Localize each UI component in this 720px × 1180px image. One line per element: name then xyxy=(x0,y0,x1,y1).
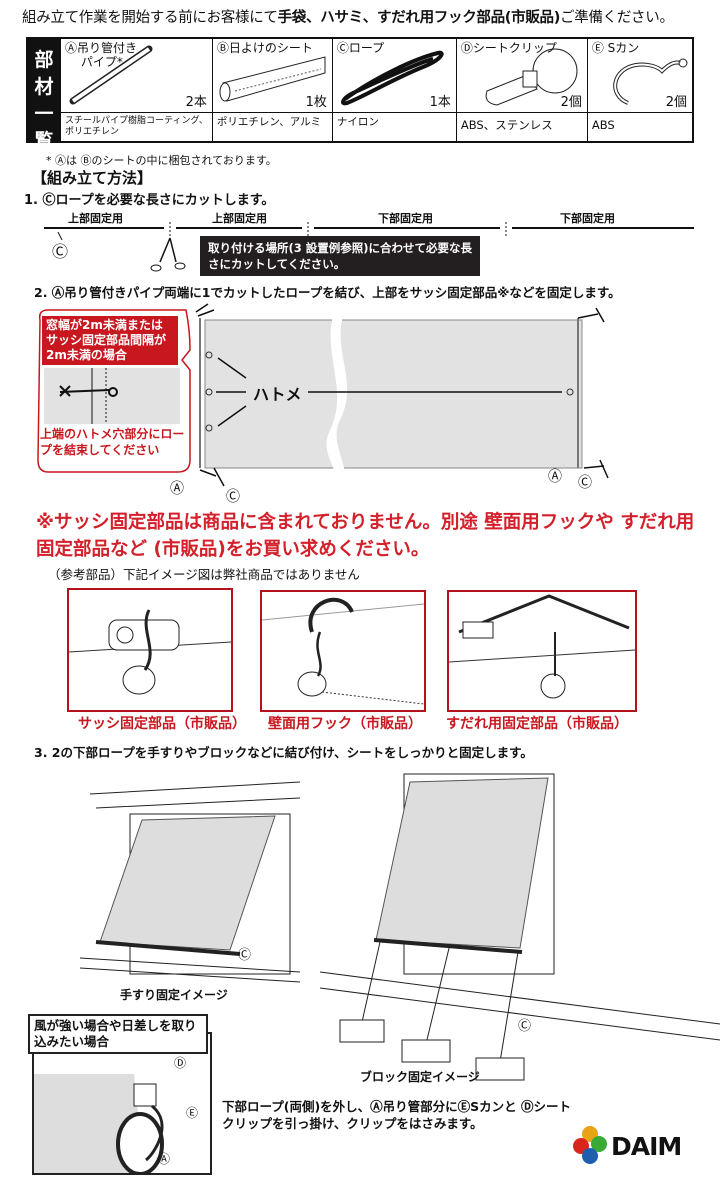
grommet-label: ハトメ xyxy=(253,385,302,404)
segment-label: 下部固定用 xyxy=(378,212,433,225)
marker-c: Ⓒ xyxy=(238,948,252,963)
part-material: ポリエチレン、アルミ xyxy=(216,116,322,128)
part-name: Ⓒロープ xyxy=(336,41,385,55)
part-s-hook: Ⓔ Sカン 2個 ABS xyxy=(586,39,692,141)
cut-callout: 取り付ける場所(3 設置例参照)に合わせて必要な長さにカットしてください。 xyxy=(200,236,480,276)
intro-text: 組み立て作業を開始する前にお客様にて手袋、ハサミ、すだれ用フック部品(市販品)ご… xyxy=(22,6,674,27)
red-box-caption: 上端のハトメ穴部分にロープを結束してください xyxy=(40,427,185,457)
intro-suffix: ご準備ください。 xyxy=(560,10,674,26)
daim-logo-mark xyxy=(573,1126,607,1164)
rope-marker: Ⓒ xyxy=(52,242,69,261)
installation-examples-illustration xyxy=(79,773,720,1081)
part-material: スチールパイプ樹脂コーティング、 ポリエチレン xyxy=(65,116,208,137)
segment-label: 下部固定用 xyxy=(560,212,615,225)
sash-part-image xyxy=(67,588,233,712)
part-name: Ⓑ日よけのシート xyxy=(216,41,313,55)
sash-part-label: サッシ固定部品（市販品） xyxy=(78,716,246,732)
step3-text: 3. 2の下部ロープを手すりやブロックなどに結び付け、シートをしっかりと固定しま… xyxy=(34,745,533,760)
part-material: ABS、ステンレス xyxy=(460,118,553,132)
rope-illustration xyxy=(340,50,444,106)
part-rope: Ⓒロープ 1本 ナイロン xyxy=(331,39,456,141)
part-name: Ⓔ Sカン xyxy=(591,41,640,55)
marker-e: Ⓔ xyxy=(186,1106,199,1120)
part-material: ABS xyxy=(591,118,615,132)
step2-text: 2. Ⓐ吊り管付きパイプ両端に1でカットしたロープを結び、上部をサッシ固定部品※… xyxy=(34,285,621,300)
wind-example-box xyxy=(32,1032,212,1176)
segment-label: 上部固定用 xyxy=(212,212,267,225)
part-qty: 2個 xyxy=(560,95,582,110)
part-qty: 2個 xyxy=(665,95,687,110)
part-name: Ⓐ吊り管付き パイプ* xyxy=(65,41,138,69)
wind-description: 下部ロープ(両側)を外し、Ⓐ吊り管部分にⒺSカンと Ⓓシート クリップを引っ掛け… xyxy=(222,1099,572,1131)
sudare-part-label: すだれ用固定部品（市販品） xyxy=(446,716,628,732)
part-sheet: Ⓑ日よけのシート 1枚 ポリエチレン、アルミ xyxy=(211,39,332,141)
part-qty: 1本 xyxy=(429,95,451,110)
intro-required-items: 手袋、ハサミ、すだれ用フック部品(市販品) xyxy=(277,10,561,26)
part-pipe: Ⓐ吊り管付き パイプ* 2本 スチールパイプ樹脂コーティング、 ポリエチレン xyxy=(60,39,212,141)
sheet-roll-illustration xyxy=(219,56,326,102)
assembly-title: 【組み立て方法】 xyxy=(32,169,153,187)
marker-c: Ⓒ xyxy=(578,475,592,491)
warning-text: ※サッシ固定部品は商品に含まれておりません。別途 壁面用フックや すだれ用固定部… xyxy=(36,512,695,560)
step1-text: 1. Ⓒロープを必要な長さにカットします。 xyxy=(24,193,275,208)
reference-note: （参考部品）下記イメージ図は弊社商品ではありません xyxy=(48,567,360,582)
marker-c: Ⓒ xyxy=(518,1019,532,1034)
marker-c: Ⓒ xyxy=(226,489,240,505)
handrail-caption: 手すり固定イメージ xyxy=(120,988,228,1002)
part-qty: 2本 xyxy=(185,95,207,110)
daim-logo-text: DAIM xyxy=(611,1131,682,1161)
scissors-icon xyxy=(150,237,186,272)
wind-label: 風が強い場合や日差しを取り込みたい場合 xyxy=(28,1014,208,1054)
parts-table: 部 材 一 覧 Ⓐ吊り管付き パイプ* 2本 スチールパイプ樹脂コーティング、 … xyxy=(26,37,694,152)
part-sheet-clip: Ⓓシートクリップ 2個 ABS、ステンレス xyxy=(455,39,587,141)
part-qty: 1枚 xyxy=(305,95,327,110)
wall-hook-image xyxy=(260,590,426,712)
marker-a: Ⓐ xyxy=(158,1152,171,1166)
red-box-title: 窓幅が2m未満または サッシ固定部品間隔が 2m未満の場合 xyxy=(42,316,178,365)
pipe-illustration xyxy=(69,45,153,105)
intro-prefix: 組み立て作業を開始する前にお客様にて xyxy=(22,10,278,26)
daim-logo: DAIM xyxy=(572,1126,682,1166)
side-char: 一 xyxy=(34,103,54,125)
rope-cut-diagram xyxy=(44,222,694,272)
side-char: 覧 xyxy=(34,130,54,152)
part-name: Ⓓシートクリップ xyxy=(460,41,557,55)
packing-note: * Ⓐは Ⓑのシートの中に梱包されております。 xyxy=(46,154,277,167)
side-char: 部 xyxy=(34,49,54,71)
sudare-part-image xyxy=(447,590,637,712)
parts-table-side-label: 部 材 一 覧 xyxy=(28,39,60,152)
sheet-clip-illustration xyxy=(485,48,578,106)
marker-a: Ⓐ xyxy=(170,481,184,497)
block-caption: ブロック固定イメージ xyxy=(360,1070,480,1084)
part-material: ナイロン xyxy=(336,116,379,128)
side-char: 材 xyxy=(34,76,54,98)
wall-hook-label: 壁面用フック（市販品） xyxy=(268,716,422,732)
segment-label: 上部固定用 xyxy=(68,212,123,225)
s-hook-illustration xyxy=(613,58,688,105)
marker-a: Ⓐ xyxy=(548,469,562,485)
marker-d: Ⓓ xyxy=(174,1056,187,1070)
